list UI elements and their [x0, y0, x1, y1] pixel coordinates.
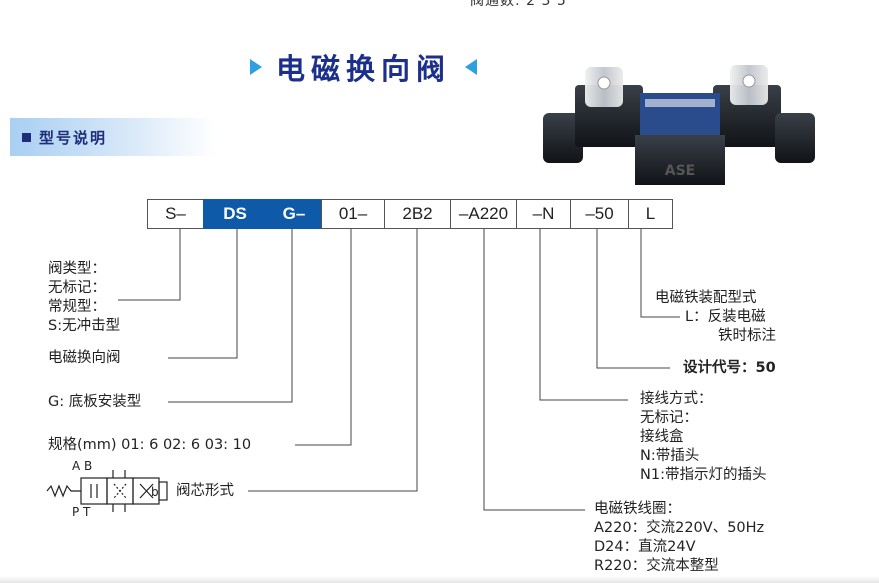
reverse-line: 电磁铁装配型式 — [655, 290, 757, 306]
coil-line: R220：交流本整型 — [594, 558, 719, 574]
wiring-desc: 接线方式： 无标记： 接线盒 N:带插头 N1:带指示灯的插头 — [640, 390, 766, 485]
reverse-line: L：反装电磁 — [685, 309, 766, 325]
section-label: 型号说明 — [39, 128, 108, 147]
valve-type-line: S:无冲击型 — [48, 318, 121, 334]
coil-line: D24：直流24V — [594, 539, 696, 555]
valve-type-line: 常规型： — [48, 299, 106, 315]
spec-desc: 规格(mm) 01: 6 02: 6 03: 10 — [48, 437, 252, 453]
code-reverse: L — [628, 199, 673, 229]
photo-brand-text: ASE — [665, 163, 695, 179]
page-title-text: 电磁换向阀 — [276, 52, 452, 86]
valve-photo: ASE — [543, 65, 815, 185]
code-solenoid: DS — [203, 199, 267, 229]
right-triangle-icon — [250, 59, 262, 75]
section-header: 型号说明 — [10, 118, 215, 156]
reverse-line: 铁时标注 — [718, 328, 776, 344]
symbol-ab-label: A B — [72, 459, 93, 473]
top-cut-text: 阀通数: 2 3 5 — [470, 0, 567, 9]
spool-desc: 阀芯形式 — [176, 483, 234, 499]
mounting-desc: G: 底板安装型 — [48, 394, 142, 410]
coil-line: 电磁铁线圈： — [594, 501, 681, 517]
left-triangle-icon — [465, 59, 478, 75]
wiring-line: 接线盒 — [640, 429, 684, 445]
wiring-line: N1:带指示灯的插头 — [640, 467, 767, 483]
coil-line: A220：交流220V、50Hz — [594, 520, 765, 536]
model-code: S– DS G– 01– 2B2 –A220 –N –50 L — [147, 199, 673, 229]
valve-type-desc: 阀类型： 无标记： 常规型： S:无冲击型 — [48, 260, 120, 336]
page-title: 电磁换向阀 — [250, 47, 478, 87]
square-bullet-icon — [22, 132, 31, 142]
bottom-divider — [0, 576, 879, 583]
symbol-pt-label: P T — [72, 505, 91, 519]
spool-symbol-icon: b — [46, 470, 168, 512]
reverse-desc: 电磁铁装配型式 L：反装电磁 铁时标注 — [655, 289, 776, 346]
design-desc: 设计代号：50 — [683, 360, 776, 376]
coil-desc: 电磁铁线圈： A220：交流220V、50Hz D24：直流24V R220：交… — [594, 500, 764, 576]
solenoid-desc: 电磁换向阀 — [48, 350, 121, 366]
code-mounting: G– — [266, 199, 322, 229]
wiring-line: 无标记： — [640, 410, 698, 426]
valve-type-line: 阀类型： — [48, 261, 106, 277]
symbol-b-label: b — [151, 485, 159, 499]
valve-type-line: 无标记： — [48, 280, 106, 296]
wiring-line: 接线方式： — [640, 391, 713, 407]
wiring-line: N:带插头 — [640, 448, 700, 464]
